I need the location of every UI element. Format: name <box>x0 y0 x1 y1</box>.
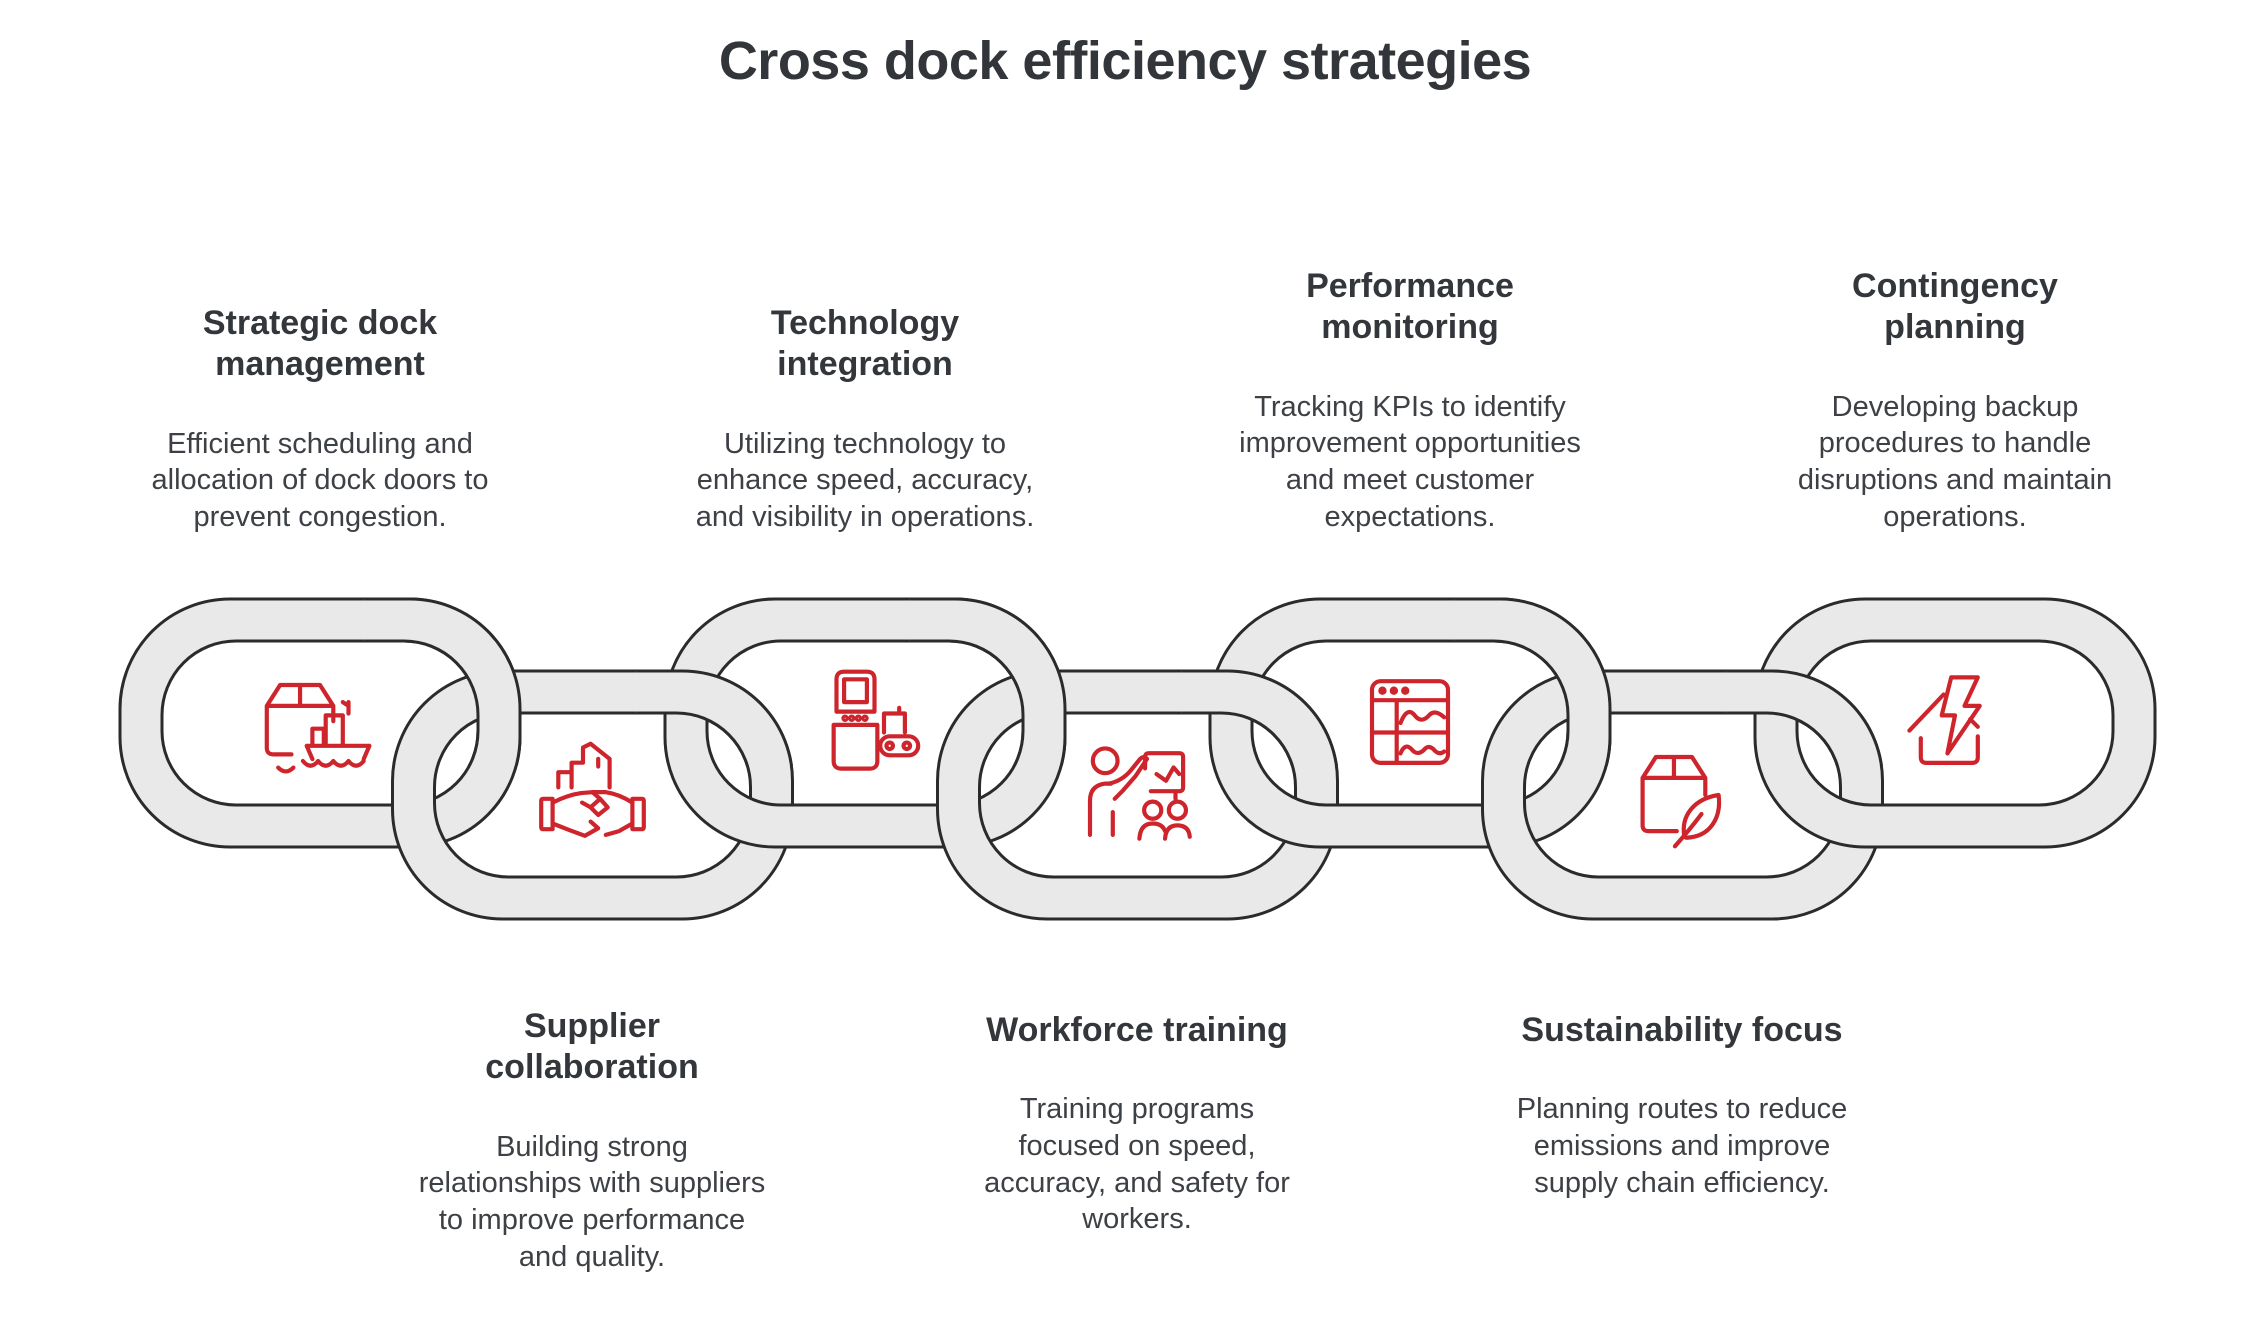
item-supplier-collaboration: Supplier collaboration Building strong r… <box>382 1006 802 1275</box>
item-description: Efficient scheduling and allocation of d… <box>151 427 489 533</box>
house-lightning-icon <box>1909 677 1979 763</box>
item-description: Tracking KPIs to identify improvement op… <box>1239 390 1581 533</box>
item-heading: Technology integration <box>770 304 960 384</box>
automation-kiosk-conveyor-icon <box>834 672 919 769</box>
item-description: Developing backup procedures to handle d… <box>1797 390 2113 533</box>
chain-link-5 <box>1454 597 1612 766</box>
item-heading: Performance monitoring <box>1306 267 1514 347</box>
item-description: Planning routes to reduce emissions and … <box>1516 1093 1848 1199</box>
chain-weave-overlap-4 <box>1181 669 1338 766</box>
trainer-presentation-icon <box>1090 748 1190 838</box>
chain-weave-overlap-1 <box>364 597 522 766</box>
factory-handshake-icon <box>541 744 644 836</box>
item-heading: Sustainability focus <box>1521 1011 1843 1049</box>
item-performance-monitoring: Performance monitoring Tracking KPIs to … <box>1200 266 1620 535</box>
chain-links-layer <box>118 597 2157 921</box>
cargo-ship-package-icon <box>267 685 370 771</box>
package-leaf-icon <box>1643 757 1719 846</box>
item-sustainability-focus: Sustainability focus Planning routes to … <box>1472 1010 1892 1201</box>
item-technology-integration: Technology integration Utilizing technol… <box>655 303 1075 536</box>
chain-link-2 <box>636 669 793 766</box>
chain-weave-overlap-5 <box>1454 597 1612 766</box>
item-heading: Supplier collaboration <box>485 1007 699 1087</box>
chain-weave-overlap-6 <box>1726 669 1883 766</box>
item-heading: Workforce training <box>986 1011 1288 1049</box>
dashboard-charts-icon <box>1372 681 1448 763</box>
chain-weave-overlap-2 <box>636 669 793 766</box>
chain-link-6 <box>1726 669 1883 766</box>
item-description: Utilizing technology to enhance speed, a… <box>695 427 1035 533</box>
chain-weave-overlap-3 <box>909 597 1067 766</box>
page-title: Cross dock efficiency strategies <box>718 31 1532 91</box>
item-heading: Strategic dock management <box>202 304 438 384</box>
chain-link-1 <box>364 597 522 766</box>
chain-link-4 <box>1181 669 1338 766</box>
item-heading: Contingency planning <box>1852 267 2058 347</box>
item-description: Training programs focused on speed, accu… <box>984 1093 1290 1236</box>
item-description: Building strong relationships with suppl… <box>418 1130 766 1273</box>
item-workforce-training: Workforce training Training programs foc… <box>927 1010 1347 1238</box>
item-contingency-planning: Contingency planning Developing backup p… <box>1745 266 2165 535</box>
chain-link-3 <box>909 597 1067 766</box>
item-strategic-dock-management: Strategic dock management Efficient sche… <box>110 303 530 536</box>
